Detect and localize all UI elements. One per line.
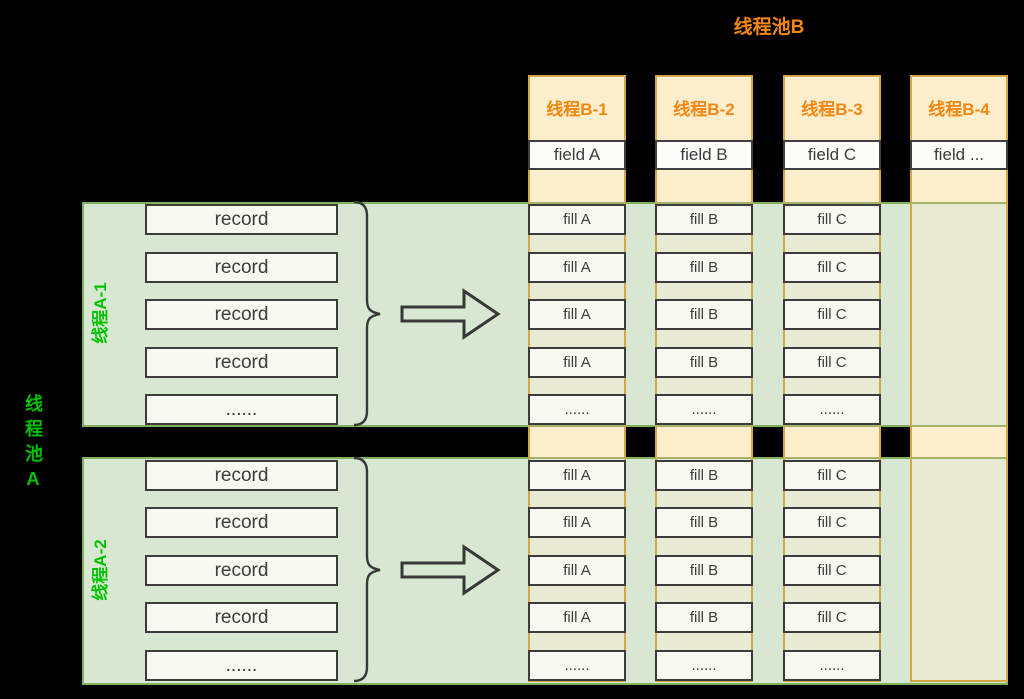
field-box: field ... — [910, 140, 1008, 170]
fill-box: fill C — [783, 507, 881, 538]
pool-b-title: 线程池B — [733, 17, 805, 38]
right-arrow-icon — [400, 288, 501, 340]
fill-box: fill B — [655, 555, 753, 586]
field-box: field C — [783, 140, 881, 170]
field-box: field B — [655, 140, 753, 170]
column-header: 线程B-3 — [801, 100, 863, 119]
fill-box: fill C — [783, 347, 881, 378]
fill-box: fill A — [528, 460, 626, 491]
column-band-overlap — [912, 457, 1006, 680]
thread-a1-label: 线程A-1 — [91, 282, 110, 344]
pool-a-title-vertical: 线程池A — [23, 394, 43, 496]
fill-box-ellipsis: ...... — [783, 394, 881, 425]
record-box: record — [145, 252, 338, 283]
thread-column-b4: 线程B-4 field ... — [910, 75, 1008, 682]
record-box-ellipsis: ...... — [145, 650, 338, 681]
fill-box: fill A — [528, 204, 626, 235]
right-arrow-icon — [400, 544, 501, 596]
fill-box: fill B — [655, 299, 753, 330]
record-box: record — [145, 507, 338, 538]
fill-box-ellipsis: ...... — [655, 394, 753, 425]
fill-box: fill C — [783, 204, 881, 235]
fill-box: fill B — [655, 460, 753, 491]
fill-box: fill C — [783, 602, 881, 633]
record-box: record — [145, 460, 338, 491]
column-header: 线程B-1 — [546, 100, 608, 119]
record-box: record — [145, 299, 338, 330]
field-box: field A — [528, 140, 626, 170]
thread-column-b1: 线程B-1 field A — [528, 75, 626, 682]
column-header: 线程B-4 — [928, 100, 990, 119]
fill-box: fill C — [783, 555, 881, 586]
thread-a2-label: 线程A-2 — [91, 539, 110, 601]
fill-box: fill B — [655, 602, 753, 633]
fill-box: fill A — [528, 602, 626, 633]
fill-box-ellipsis: ...... — [783, 650, 881, 681]
record-box: record — [145, 347, 338, 378]
fill-box: fill C — [783, 460, 881, 491]
fill-box-ellipsis: ...... — [528, 394, 626, 425]
fill-box: fill A — [528, 507, 626, 538]
curly-brace-icon — [353, 200, 381, 427]
thread-column-b3: 线程B-3 field C — [783, 75, 881, 682]
fill-box: fill B — [655, 204, 753, 235]
record-box: record — [145, 602, 338, 633]
thread-column-b2: 线程B-2 field B — [655, 75, 753, 682]
fill-box: fill B — [655, 347, 753, 378]
column-header: 线程B-2 — [673, 100, 735, 119]
curly-brace-icon — [353, 456, 381, 683]
record-box-ellipsis: ...... — [145, 394, 338, 425]
fill-box: fill C — [783, 252, 881, 283]
fill-box: fill B — [655, 252, 753, 283]
record-box: record — [145, 204, 338, 235]
fill-box: fill A — [528, 555, 626, 586]
fill-box-ellipsis: ...... — [528, 650, 626, 681]
fill-box: fill B — [655, 507, 753, 538]
fill-box: fill C — [783, 299, 881, 330]
fill-box: fill A — [528, 299, 626, 330]
fill-box: fill A — [528, 252, 626, 283]
fill-box-ellipsis: ...... — [655, 650, 753, 681]
record-box: record — [145, 555, 338, 586]
column-band-overlap — [912, 202, 1006, 427]
fill-box: fill A — [528, 347, 626, 378]
